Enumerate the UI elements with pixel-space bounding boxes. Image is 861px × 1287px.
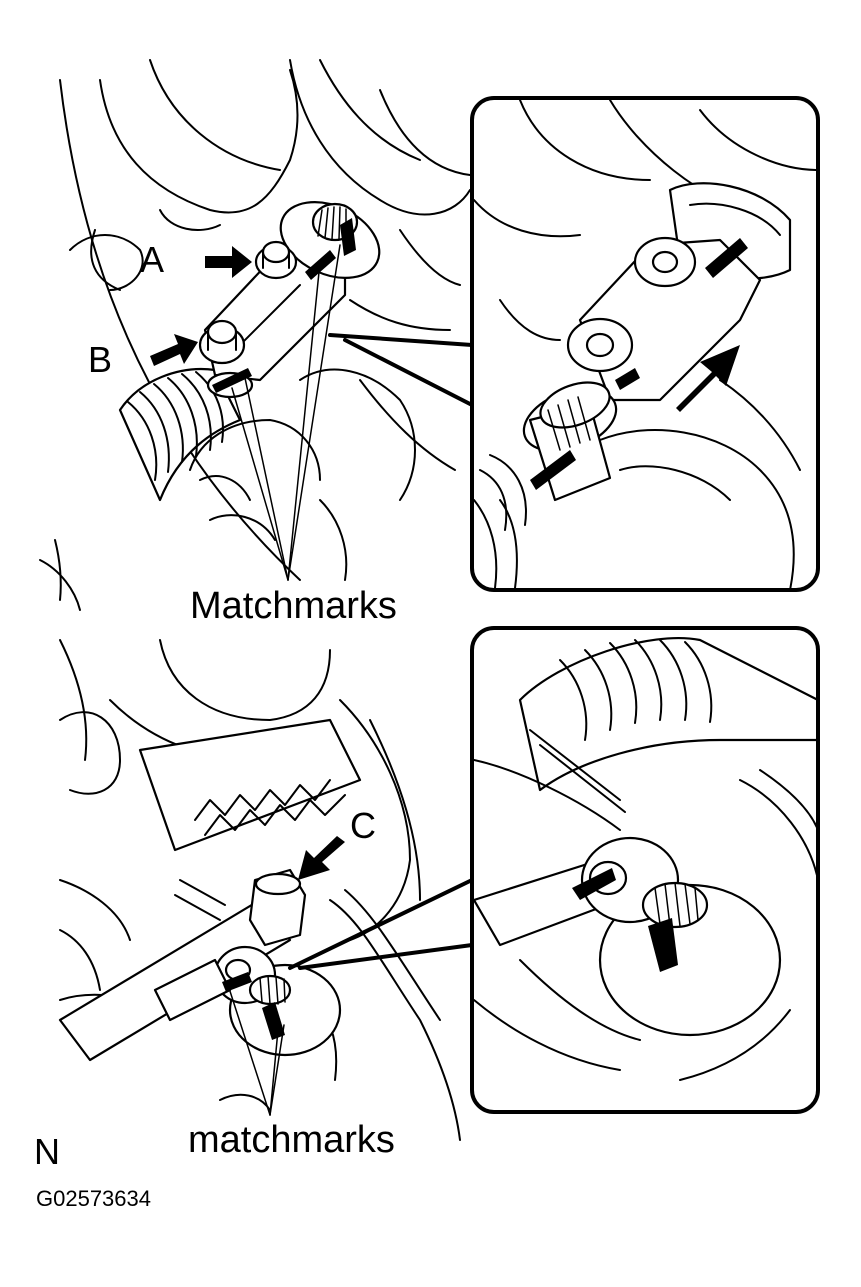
figure-code: G02573634 bbox=[36, 1186, 151, 1211]
matchmarks-lower-leaders bbox=[227, 984, 285, 1116]
arrow-to-bolt-b bbox=[150, 334, 198, 366]
inset-matchmark-2 bbox=[615, 368, 640, 390]
bolt-a bbox=[254, 240, 298, 280]
matchmark-lower-2 bbox=[222, 972, 252, 992]
rack-housing-lower bbox=[138, 718, 362, 852]
callout-line-lower-2 bbox=[298, 943, 474, 970]
rack-boot-upper bbox=[118, 368, 242, 502]
inset-matchmark-1 bbox=[705, 238, 748, 278]
matchmark-upper-2 bbox=[340, 218, 356, 256]
arrow-to-bolt-a bbox=[205, 246, 252, 278]
matchmark-upper-1 bbox=[305, 250, 336, 280]
label-view-letter: N bbox=[34, 1131, 60, 1172]
inset-matchmark-lower-2 bbox=[648, 918, 678, 972]
lower-main-view bbox=[58, 639, 474, 1141]
matchmarks-upper-leaders bbox=[231, 244, 341, 581]
matchmark-lower-1 bbox=[262, 1002, 285, 1040]
upper-main-view bbox=[39, 59, 474, 611]
splined-shaft-upper bbox=[279, 201, 381, 279]
matchmark-upper-3 bbox=[212, 368, 252, 393]
lower-detail-inset bbox=[470, 626, 820, 1114]
upper-detail-inset bbox=[470, 96, 820, 592]
label-b: B bbox=[88, 339, 112, 380]
label-c: C bbox=[350, 805, 376, 846]
inset-matchmark-lower-1 bbox=[572, 868, 616, 900]
removal-arrow bbox=[676, 345, 740, 412]
label-matchmarks-lower: matchmarks bbox=[188, 1119, 395, 1161]
callout-line-upper-1 bbox=[328, 333, 474, 347]
label-a: A bbox=[140, 239, 164, 280]
nut-c bbox=[248, 868, 307, 947]
callout-line-upper-2 bbox=[343, 338, 474, 407]
callout-line-lower-1 bbox=[288, 878, 474, 970]
ball-joint-lower bbox=[153, 945, 342, 1057]
label-matchmarks-upper: Matchmarks bbox=[190, 585, 397, 627]
arrow-to-nut-c bbox=[298, 836, 345, 880]
